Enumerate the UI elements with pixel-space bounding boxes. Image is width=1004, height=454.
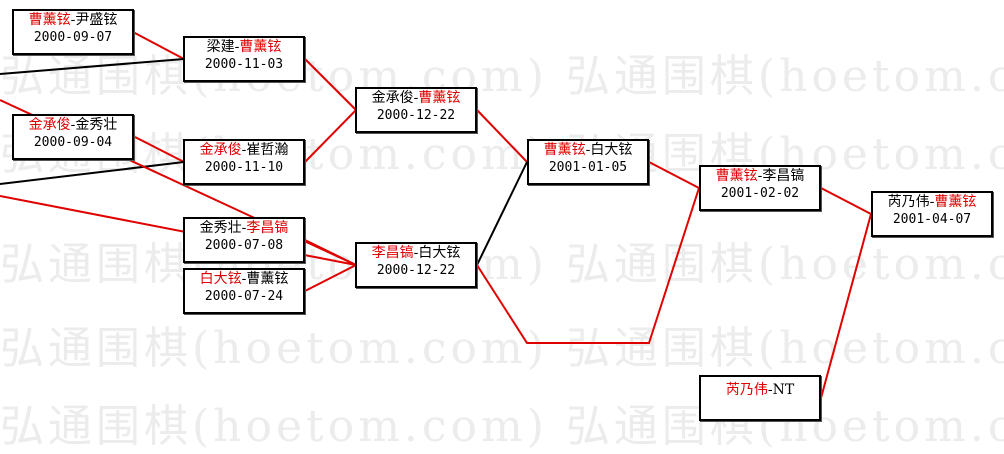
player-name: 金承俊 — [371, 90, 414, 106]
bracket-line — [476, 109, 528, 163]
match-date: 2000-11-10 — [204, 160, 284, 175]
match-date: 2000-12-22 — [376, 263, 456, 278]
player-name: 曹薰铉 — [418, 90, 461, 106]
bracket-diagram: 弘通围棋(hoetom.com) 弘通围棋(hoetom.com) 弘通围棋(h… — [0, 9, 1004, 452]
player-name: 金秀壮 — [199, 220, 242, 236]
match-date: 2001-02-02 — [720, 186, 800, 201]
bracket-lines — [0, 31, 872, 399]
match-date: 2000-09-04 — [33, 135, 113, 150]
player-name: 曹薰铉 — [246, 271, 289, 287]
match-date: 2000-09-07 — [33, 30, 113, 45]
match-box: 金秀壮-李昌镐 2000-07-08 — [183, 217, 305, 263]
bracket-line — [0, 161, 185, 185]
bracket-line — [820, 213, 872, 399]
match-box: 芮乃伟-NT — [699, 375, 821, 421]
match-date: 2000-07-24 — [204, 289, 284, 304]
match-box: 金承俊-崔哲瀚 2000-11-10 — [183, 139, 305, 185]
player-name: 芮乃伟 — [887, 194, 930, 210]
player-name: 曹薰铉 — [715, 168, 758, 184]
player-name: 曹薰铉 — [543, 142, 586, 158]
match-box: 金承俊-曹薰铉 2000-12-22 — [355, 87, 477, 133]
player-name: 金承俊 — [28, 117, 71, 133]
player-name: 崔哲瀚 — [246, 142, 289, 158]
match-box: 曹薰铉-尹盛铉 2000-09-07 — [12, 9, 134, 55]
bracket-line — [134, 136, 185, 163]
match-date: 2000-07-08 — [204, 238, 284, 253]
match-box: 白大铉-曹薰铉 2000-07-24 — [183, 268, 305, 314]
player-name: 李昌镐 — [371, 245, 414, 261]
match-box: 芮乃伟-曹薰铉 2001-04-07 — [871, 191, 993, 237]
bracket-line — [132, 31, 185, 60]
match-date: 2000-12-22 — [376, 108, 456, 123]
player-name: 曹薰铉 — [28, 12, 71, 28]
match-date: 2001-01-05 — [548, 160, 628, 175]
bracket-line — [476, 161, 528, 266]
match-box: 曹薰铉-李昌镐 2001-02-02 — [699, 165, 821, 211]
bracket-line — [476, 187, 700, 344]
bracket-line — [0, 58, 185, 75]
player-name: 白大铉 — [418, 245, 461, 261]
bracket-line — [304, 239, 357, 266]
player-name: 白大铉 — [199, 271, 242, 287]
match-date: 2000-11-03 — [204, 57, 284, 72]
player-name: 芮乃伟 — [725, 382, 768, 398]
match-date: 2001-04-07 — [892, 212, 972, 227]
bracket-line — [648, 161, 700, 189]
bracket-line — [304, 109, 357, 163]
player-name: NT — [772, 382, 795, 398]
player-name: 尹盛铉 — [75, 12, 118, 28]
player-name: 金秀壮 — [75, 117, 118, 133]
player-name: 梁建 — [206, 39, 235, 55]
bracket-line — [304, 58, 357, 111]
player-name: 李昌镐 — [762, 168, 805, 184]
match-box: 李昌镐-白大铉 2000-12-22 — [355, 242, 477, 288]
player-name: 白大铉 — [590, 142, 633, 158]
match-box: 金承俊-金秀壮 2000-09-04 — [12, 114, 134, 160]
bracket-line — [820, 187, 872, 215]
bracket-line — [304, 264, 357, 292]
player-name: 曹薰铉 — [934, 194, 977, 210]
player-name: 金承俊 — [199, 142, 242, 158]
player-name: 李昌镐 — [246, 220, 289, 236]
player-name: 曹薰铉 — [239, 39, 282, 55]
match-box: 曹薰铉-白大铉 2001-01-05 — [527, 139, 649, 185]
match-box: 梁建-曹薰铉 2000-11-03 — [183, 36, 305, 82]
